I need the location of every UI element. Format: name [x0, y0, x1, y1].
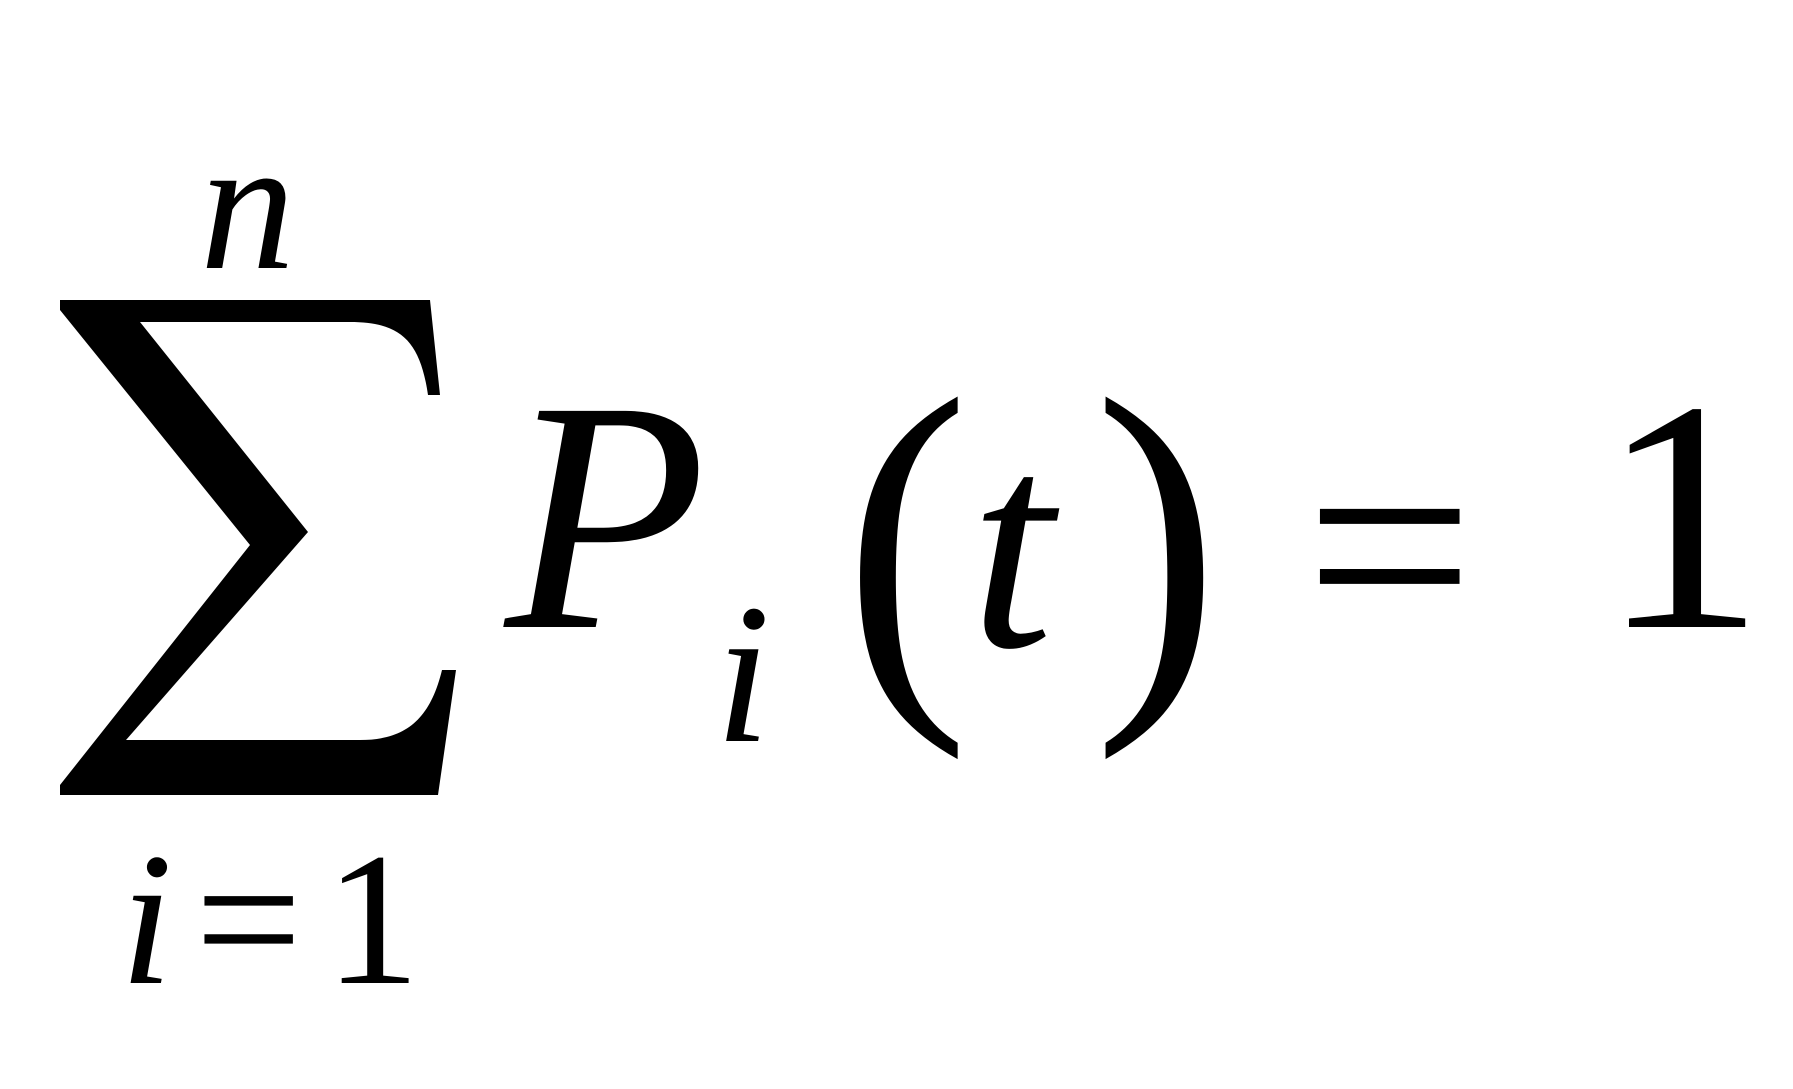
lower-limit-value: 1: [325, 815, 420, 1025]
function-subscript: i: [715, 564, 771, 785]
function-symbol: P: [505, 334, 707, 699]
open-parenthesis: (: [843, 318, 970, 761]
lower-limit-equals: =: [195, 815, 303, 1025]
close-parenthesis: ): [1093, 318, 1220, 761]
right-hand-side: 1: [1600, 334, 1765, 699]
lower-limit-index: i: [120, 815, 173, 1025]
upper-limit: n: [200, 100, 295, 310]
function-argument: t: [970, 379, 1054, 711]
equals-sign: =: [1305, 379, 1475, 711]
summation-icon: [60, 300, 456, 795]
